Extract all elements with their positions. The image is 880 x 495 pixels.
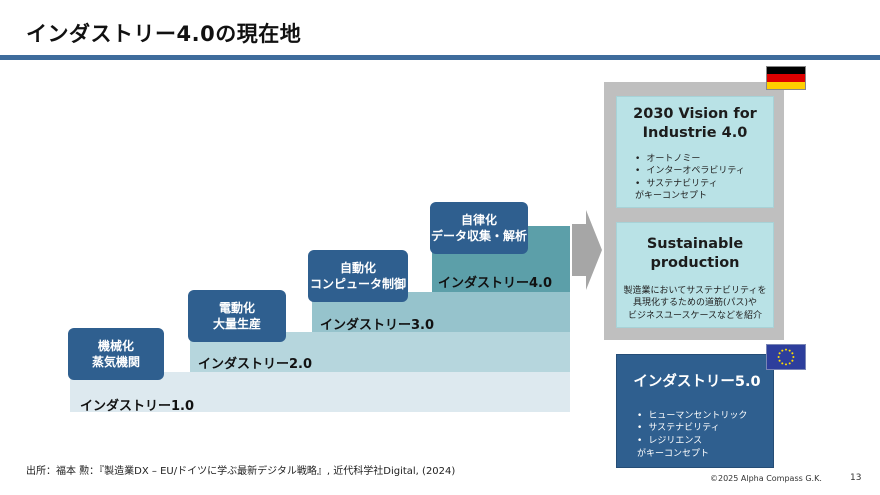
- eu-star-icon: [791, 359, 794, 362]
- eu-flag-icon: [766, 344, 806, 370]
- step-box-line: 大量生産: [212, 317, 261, 331]
- band-label-industry-2: インダストリー2.0: [198, 357, 313, 372]
- source-citation: 出所：福本 勲：『製造業DX – EU/ドイツに学ぶ最新デジタル戦略』, 近代科…: [26, 466, 456, 477]
- eu-star-icon: [781, 349, 784, 352]
- eu-star-icon: [784, 363, 788, 366]
- eu-star-icon: [778, 359, 781, 362]
- vision-2030-card: 2030 Vision for Industrie 4.0 オートノミー インタ…: [616, 96, 774, 208]
- description-line: 製造業においてサステナビリティを: [623, 285, 767, 296]
- step-box-line: データ収集・解析: [430, 229, 527, 243]
- band-label-industry-1: インダストリー1.0: [80, 399, 195, 414]
- list-item: レジリエンス: [637, 435, 761, 448]
- industry-5-card: インダストリー5.0 ヒューマンセントリック サステナビリティ レジリエンス が…: [616, 354, 774, 468]
- list-item: インターオペラビリティ: [635, 165, 763, 178]
- page-title: インダストリー4.0の現在地: [26, 22, 302, 46]
- vision-title-line: Industrie 4.0: [642, 124, 748, 141]
- eu-star-icon: [777, 355, 780, 359]
- page-number: 13: [850, 473, 862, 483]
- step-box-automation: 自動化 コンピュータ制御: [308, 250, 408, 302]
- eu-star-icon: [788, 362, 791, 365]
- step-box-line: 蒸気機関: [91, 355, 140, 369]
- germany-flag-icon: [766, 66, 806, 90]
- vision-foot: がキーコンセプト: [635, 191, 708, 202]
- band-label-industry-4: インダストリー4.0: [438, 276, 553, 291]
- vision-title: 2030 Vision for Industrie 4.0: [627, 105, 763, 143]
- copyright: ©2025 Alpha Compass G.K.: [710, 474, 822, 483]
- step-box-mechanization: 機械化 蒸気機関: [68, 328, 164, 380]
- eu-star-icon: [778, 352, 781, 355]
- step-box-line: 電動化: [218, 300, 255, 315]
- industry-5-list: ヒューマンセントリック サステナビリティ レジリエンス: [633, 410, 761, 448]
- title-underline: [0, 55, 880, 60]
- eu-star-icon: [788, 349, 791, 352]
- band-label-industry-3: インダストリー3.0: [320, 318, 435, 333]
- step-box-electrification: 電動化 大量生産: [188, 290, 286, 342]
- sustainable-title-line: Sustainable: [646, 236, 744, 252]
- vision-list: オートノミー インターオペラビリティ サステナビリティ: [627, 153, 763, 191]
- right-arrow-icon: [572, 210, 602, 290]
- eu-star-icon: [784, 348, 788, 351]
- eu-star-icon: [781, 362, 784, 365]
- vision-title-line: 2030 Vision for: [633, 106, 757, 122]
- description-line: ビジネスユースケースなどを紹介: [627, 310, 763, 321]
- step-box-autonomy: 自律化 データ収集・解析: [430, 202, 528, 254]
- list-item: サステナビリティ: [635, 178, 763, 191]
- list-item: オートノミー: [635, 153, 763, 166]
- sustainable-title-line: production: [650, 254, 740, 271]
- step-box-line: 機械化: [97, 338, 134, 353]
- sustainable-description: 製造業においてサステナビリティを 具現化するための道筋(パス)や ビジネスユース…: [623, 285, 767, 323]
- industry-5-foot: がキーコンセプト: [637, 448, 710, 459]
- list-item: サステナビリティ: [637, 422, 761, 435]
- step-box-line: 自律化: [460, 212, 497, 227]
- list-item: ヒューマンセントリック: [637, 410, 761, 423]
- eu-star-icon: [792, 355, 795, 359]
- industry-5-title: インダストリー5.0: [633, 374, 761, 390]
- sustainable-title: Sustainable production: [623, 235, 767, 273]
- step-box-line: 自動化: [339, 260, 376, 275]
- step-box-line: コンピュータ制御: [309, 277, 406, 291]
- description-line: 具現化するための道筋(パス)や: [632, 298, 758, 309]
- eu-star-icon: [791, 352, 794, 355]
- sustainable-production-card: Sustainable production 製造業においてサステナビリティを …: [616, 222, 774, 328]
